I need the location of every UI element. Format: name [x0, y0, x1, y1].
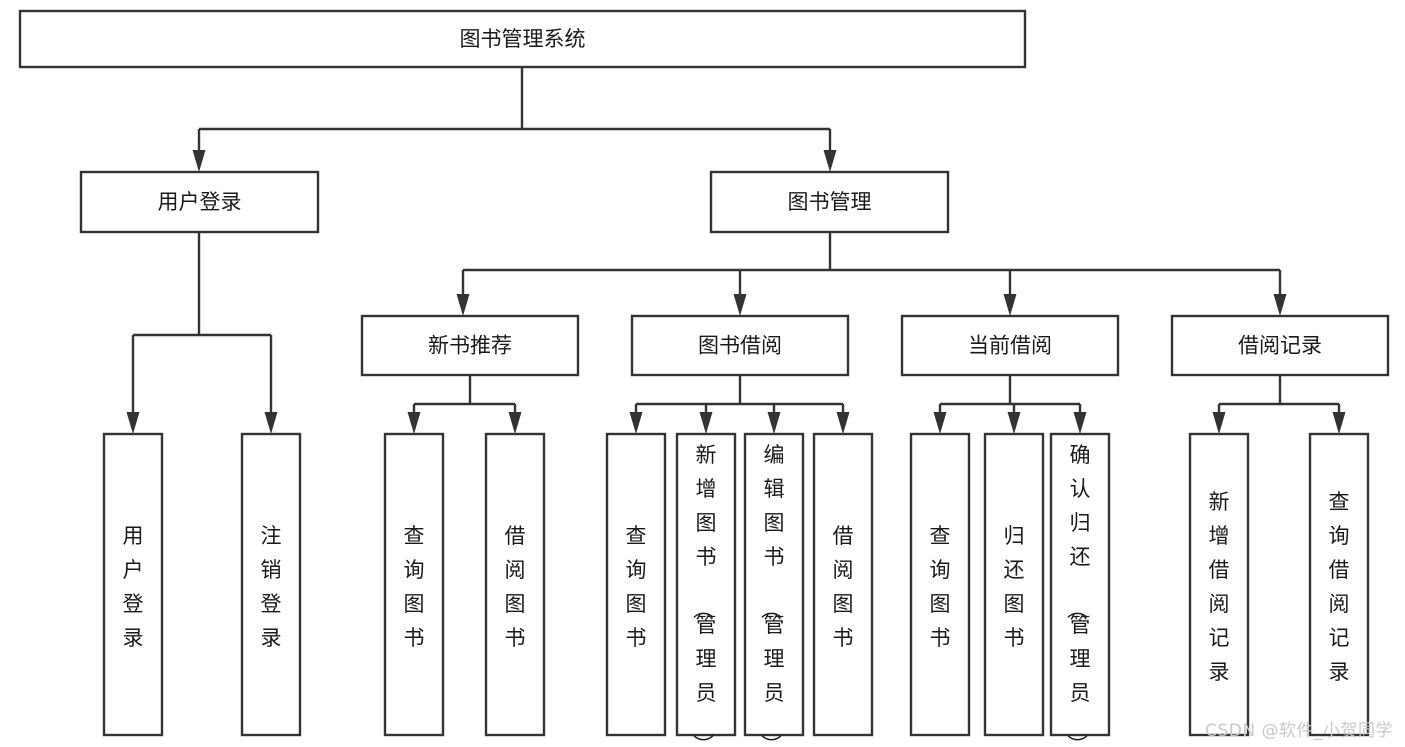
- level2-node-label: 图书管理: [788, 190, 872, 214]
- login-drop-0-arrowhead: [126, 412, 140, 434]
- leaf-node-label: 查询图书: [404, 524, 425, 650]
- leaf-node-用户登录[interactable]: 用户登录: [102, 432, 164, 737]
- leaf-node-label: 借阅图书: [505, 524, 526, 650]
- leaf-node-box[interactable]: [909, 432, 971, 737]
- level3-drop-3-arrowhead: [1273, 294, 1287, 316]
- level3-drop-2-arrowhead: [1003, 294, 1017, 316]
- leaf-node-box[interactable]: [1188, 432, 1250, 737]
- group-1-drop-3-arrowhead: [836, 412, 850, 434]
- leaf-node-label: 查询借阅记录: [1329, 490, 1350, 684]
- group-2-drop-2-arrowhead: [1073, 412, 1087, 434]
- leaf-node-注销登录[interactable]: 注销登录: [240, 432, 302, 737]
- leaf-node-label: 查询图书: [626, 524, 647, 650]
- level3-drop-0-arrowhead: [456, 294, 470, 316]
- level2-node-label: 用户登录: [158, 190, 242, 214]
- level3-node-label: 新书推荐: [428, 334, 512, 358]
- leaf-node-box[interactable]: [812, 432, 874, 737]
- leaf-node-借阅图书[interactable]: 借阅图书: [484, 432, 546, 737]
- level3-node-box[interactable]: [360, 314, 580, 377]
- leaf-node-box[interactable]: [102, 432, 164, 737]
- level3-node-box[interactable]: [1170, 314, 1390, 377]
- group-1-drop-1-arrowhead: [699, 412, 713, 434]
- leaf-node-编辑图书管理员[interactable]: 编辑图书（管理员）: [743, 432, 805, 747]
- group-1-drop-0-arrowhead: [629, 412, 643, 434]
- level2-drop-1-arrowhead: [823, 150, 837, 172]
- level3-node-当前借阅[interactable]: 当前借阅: [900, 314, 1120, 377]
- level2-node-图书管理[interactable]: 图书管理: [709, 170, 950, 234]
- group-3-drop-1-arrowhead: [1332, 412, 1346, 434]
- leaf-node-查询借阅记录[interactable]: 查询借阅记录: [1308, 432, 1370, 737]
- level3-node-借阅记录[interactable]: 借阅记录: [1170, 314, 1390, 377]
- level3-node-box[interactable]: [630, 314, 850, 377]
- leaf-node-新增借阅记录[interactable]: 新增借阅记录: [1188, 432, 1250, 737]
- group-1-drop-2-arrowhead: [767, 412, 781, 434]
- group-2-drop-1-arrowhead: [1007, 412, 1021, 434]
- level3-node-label: 图书借阅: [698, 334, 782, 358]
- leaf-node-box[interactable]: [383, 432, 445, 737]
- level2-node-box[interactable]: [709, 170, 950, 234]
- root-node-图书管理系统[interactable]: 图书管理系统: [18, 9, 1027, 69]
- leaf-node-box[interactable]: [1049, 432, 1111, 737]
- leaf-node-label: 归还图书: [1004, 524, 1025, 650]
- leaf-node-借阅图书[interactable]: 借阅图书: [812, 432, 874, 737]
- level2-node-box[interactable]: [79, 170, 320, 234]
- leaf-node-label: 新增图书（管理员）: [691, 443, 717, 747]
- leaf-node-box[interactable]: [484, 432, 546, 737]
- leaf-node-box[interactable]: [743, 432, 805, 737]
- leaf-node-label: 查询图书: [930, 524, 951, 650]
- leaf-node-label: 注销登录: [261, 524, 282, 650]
- leaf-node-确认归还管理员[interactable]: 确认归还（管理员）: [1049, 432, 1111, 747]
- group-0-drop-1-arrowhead: [508, 412, 522, 434]
- leaf-node-label: 借阅图书: [833, 524, 854, 650]
- group-3-drop-0-arrowhead: [1212, 412, 1226, 434]
- connector-layer: [126, 67, 1346, 434]
- level3-node-新书推荐[interactable]: 新书推荐: [360, 314, 580, 377]
- leaf-node-label: 编辑图书（管理员）: [759, 443, 785, 747]
- leaf-node-label: 用户登录: [123, 524, 144, 650]
- leaf-node-label: 新增借阅记录: [1209, 490, 1230, 684]
- leaf-node-box[interactable]: [675, 432, 737, 737]
- leaf-node-新增图书管理员[interactable]: 新增图书（管理员）: [675, 432, 737, 747]
- level3-drop-1-arrowhead: [733, 294, 747, 316]
- level3-node-图书借阅[interactable]: 图书借阅: [630, 314, 850, 377]
- level3-node-label: 借阅记录: [1238, 334, 1322, 358]
- leaf-node-查询图书[interactable]: 查询图书: [383, 432, 445, 737]
- group-0-drop-0-arrowhead: [407, 412, 421, 434]
- leaf-node-box[interactable]: [983, 432, 1045, 737]
- leaf-node-label: 确认归还（管理员）: [1065, 443, 1091, 747]
- level3-node-label: 当前借阅: [968, 334, 1052, 358]
- leaf-node-归还图书[interactable]: 归还图书: [983, 432, 1045, 737]
- root-node-label: 图书管理系统: [460, 27, 586, 51]
- level3-node-box[interactable]: [900, 314, 1120, 377]
- leaf-node-box[interactable]: [605, 432, 667, 737]
- leaf-node-box[interactable]: [1308, 432, 1370, 737]
- node-layer: 图书管理系统用户登录图书管理新书推荐图书借阅当前借阅借阅记录用户登录注销登录查询…: [18, 9, 1390, 747]
- leaf-node-查询图书[interactable]: 查询图书: [605, 432, 667, 737]
- root-node-box[interactable]: [18, 9, 1027, 69]
- level2-node-用户登录[interactable]: 用户登录: [79, 170, 320, 234]
- login-drop-1-arrowhead: [264, 412, 278, 434]
- level2-drop-0-arrowhead: [192, 150, 206, 172]
- leaf-node-查询图书[interactable]: 查询图书: [909, 432, 971, 737]
- leaf-node-box[interactable]: [240, 432, 302, 737]
- group-2-drop-0-arrowhead: [933, 412, 947, 434]
